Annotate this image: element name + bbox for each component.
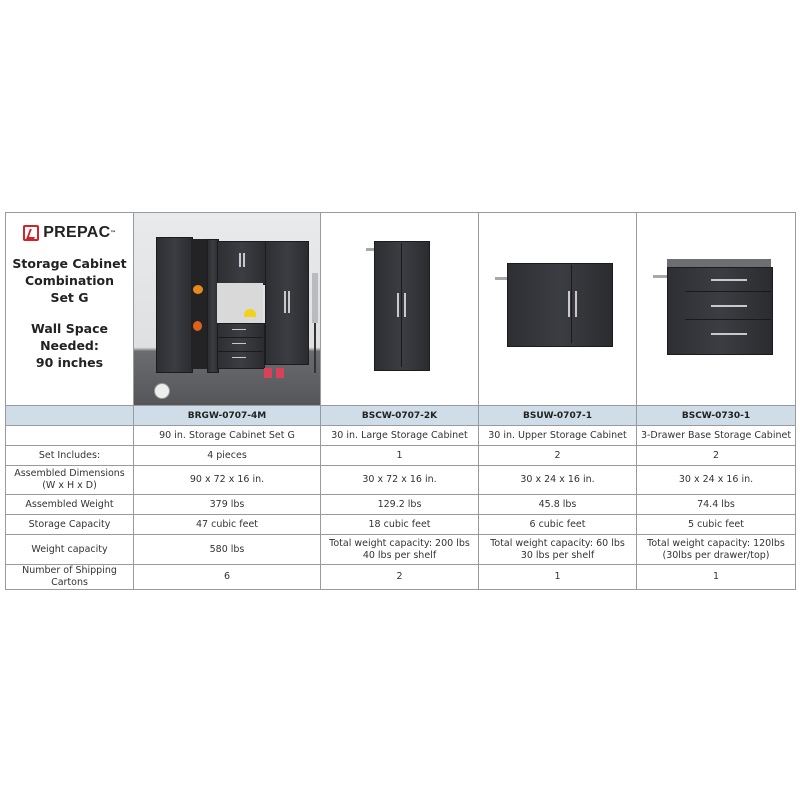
table-cell: 2: [478, 445, 637, 466]
drawer-cabinet-image-cell: [636, 212, 796, 406]
table-cell: 74.4 lbs: [636, 494, 796, 515]
table-cell: 30 x 24 x 16 in.: [478, 465, 637, 495]
table-cell: Total weight capacity: 120lbs (30lbs per…: [636, 534, 796, 565]
row-label: Number of Shipping Cartons: [5, 564, 134, 590]
header-empty-cell: [5, 405, 134, 426]
table-row: Assembled Dimensions (W x H x D) 90 x 72…: [5, 465, 796, 495]
table-cell: 90 x 72 x 16 in.: [133, 465, 321, 495]
large-storage-cabinet-photo: [321, 213, 478, 405]
table-cell: 2: [320, 564, 479, 590]
row-label: Storage Capacity: [5, 514, 134, 535]
set-g-image-cell: [133, 212, 321, 406]
table-cell: 379 lbs: [133, 494, 321, 515]
brand-cell: PREPAC™ Storage Cabinet Combination Set …: [5, 212, 134, 406]
comparison-table: PREPAC™ Storage Cabinet Combination Set …: [5, 212, 796, 590]
table-cell: 1: [478, 564, 637, 590]
large-cabinet-image-cell: [320, 212, 479, 406]
table-cell: 47 cubic feet: [133, 514, 321, 535]
column-header: BSCW-0707-2K: [320, 405, 479, 426]
table-cell: 18 cubic feet: [320, 514, 479, 535]
column-header: BRGW-0707-4M: [133, 405, 321, 426]
table-cell: 6: [133, 564, 321, 590]
table-cell: 30 x 72 x 16 in.: [320, 465, 479, 495]
comparison-sheet: PREPAC™ Storage Cabinet Combination Set …: [5, 212, 796, 590]
table-cell: 2: [636, 445, 796, 466]
table-row: Assembled Weight 379 lbs 129.2 lbs 45.8 …: [5, 494, 796, 515]
table-row: Number of Shipping Cartons 6 2 1 1: [5, 564, 796, 590]
drawer-base-cabinet-photo: [637, 213, 795, 405]
row-label: Set Includes:: [5, 445, 134, 466]
table-cell: 1: [320, 445, 479, 466]
table-cell: 4 pieces: [133, 445, 321, 466]
upper-cabinet-image-cell: [478, 212, 637, 406]
trademark-symbol: ™: [110, 230, 116, 236]
table-cell: 30 in. Upper Storage Cabinet: [478, 425, 637, 446]
column-header: BSUW-0707-1: [478, 405, 637, 426]
table-row: Set Includes: 4 pieces 1 2 2: [5, 445, 796, 466]
model-header-row: BRGW-0707-4M BSCW-0707-2K BSUW-0707-1 BS…: [5, 405, 796, 426]
table-cell: 6 cubic feet: [478, 514, 637, 535]
table-cell: 45.8 lbs: [478, 494, 637, 515]
table-cell: 30 in. Large Storage Cabinet: [320, 425, 479, 446]
product-title: Storage Cabinet Combination Set G: [12, 256, 127, 305]
table-cell: 30 x 24 x 16 in.: [636, 465, 796, 495]
table-row: Weight capacity 580 lbs Total weight cap…: [5, 534, 796, 565]
table-cell: Total weight capacity: 200 lbs 40 lbs pe…: [320, 534, 479, 565]
row-label: Assembled Weight: [5, 494, 134, 515]
row-label: Weight capacity: [5, 534, 134, 565]
table-cell: 1: [636, 564, 796, 590]
table-cell: 90 in. Storage Cabinet Set G: [133, 425, 321, 446]
upper-storage-cabinet-photo: [479, 213, 636, 405]
table-cell: Total weight capacity: 60 lbs 30 lbs per…: [478, 534, 637, 565]
description-row: 90 in. Storage Cabinet Set G 30 in. Larg…: [5, 425, 796, 446]
row-label: Assembled Dimensions (W x H x D): [5, 465, 134, 495]
image-row: PREPAC™ Storage Cabinet Combination Set …: [5, 212, 796, 406]
row-label: [5, 425, 134, 446]
table-cell: 3-Drawer Base Storage Cabinet: [636, 425, 796, 446]
brand-logo: PREPAC™: [6, 225, 133, 241]
storage-set-g-photo: [134, 213, 320, 405]
wall-space-note: Wall Space Needed: 90 inches: [31, 321, 108, 370]
logo-text: PREPAC: [43, 224, 111, 241]
table-cell: 580 lbs: [133, 534, 321, 565]
column-header: BSCW-0730-1: [636, 405, 796, 426]
prepac-logo-icon: [23, 225, 40, 241]
table-cell: 5 cubic feet: [636, 514, 796, 535]
table-row: Storage Capacity 47 cubic feet 18 cubic …: [5, 514, 796, 535]
table-cell: 129.2 lbs: [320, 494, 479, 515]
